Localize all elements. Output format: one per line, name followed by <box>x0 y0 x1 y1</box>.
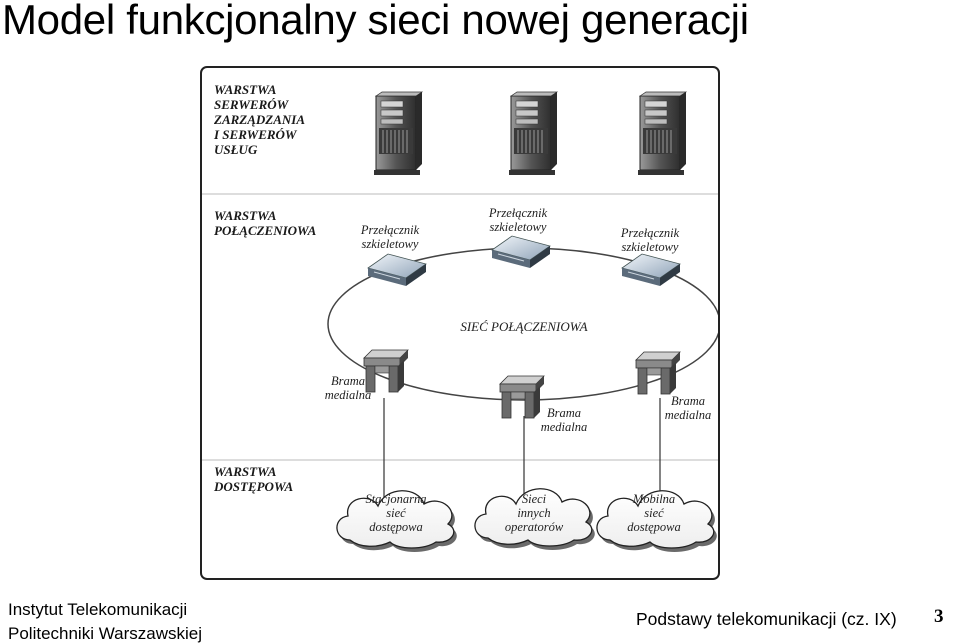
server-tower-icon <box>373 91 423 176</box>
footer-course: Podstawy telekomunikacji (cz. IX) <box>636 609 897 629</box>
ring-label: SIEĆ POŁĄCZENIOWA <box>460 319 588 334</box>
layer-label-access: WARSTWA DOSTĘPOWA <box>214 464 294 494</box>
gateway-label: Brama medialna <box>324 374 372 402</box>
slide-title: Model funkcjonalny sieci nowej generacji <box>2 0 749 43</box>
page-number: 3 <box>934 606 944 627</box>
switch-label: Przełącznik szkieletowy <box>360 223 420 251</box>
diagram-frame: WARSTWA SERWERÓW ZARZĄDZANIA I SERWERÓW … <box>200 66 720 580</box>
layer-label-connection: WARSTWA POŁĄCZENIOWA <box>214 208 317 238</box>
switch-label: Przełącznik szkieletowy <box>620 226 680 254</box>
access-network-label: Mobilna sieć dostępowa <box>627 492 681 534</box>
access-network-label: Stacjonarna sieć dostępowa <box>365 492 427 534</box>
backbone-switch-icon <box>491 235 551 269</box>
footer-institute-line2: Politechniki Warszawskiej <box>8 624 202 643</box>
backbone-switch-icon <box>621 253 681 287</box>
footer-institute-line1: Instytut Telekomunikacji <box>8 600 188 619</box>
server-tower-icon <box>508 91 558 176</box>
media-gateway-icon <box>635 351 681 395</box>
gateway-label: Brama medialna <box>540 406 588 434</box>
server-tower-icon <box>637 91 687 176</box>
layer-label-servers: WARSTWA SERWERÓW ZARZĄDZANIA I SERWERÓW … <box>214 82 306 157</box>
switch-label: Przełącznik szkieletowy <box>488 206 548 234</box>
gateway-label: Brama medialna <box>664 394 712 422</box>
backbone-switch-icon <box>367 253 427 287</box>
network-diagram <box>202 91 718 553</box>
access-network-label: Sieci innych operatorów <box>504 492 564 534</box>
